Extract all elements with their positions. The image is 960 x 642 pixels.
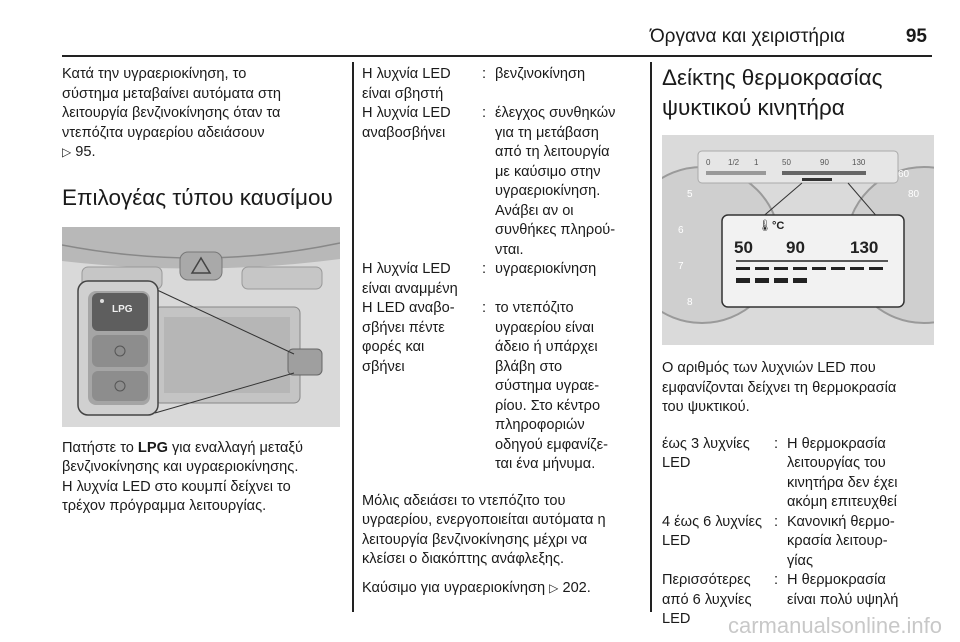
svg-text:80: 80 <box>908 189 920 200</box>
watermark: carmanualsonline.info <box>727 613 942 638</box>
lpg-caption: Πατήστε το LPG για εναλλαγή μεταξύ βενζι… <box>62 439 303 515</box>
empty-tank-paragraph: Μόλις αδειάσει το ντεπόζιτο του υγραερίο… <box>362 492 606 568</box>
svg-text:60: 60 <box>898 169 910 180</box>
svg-text:1/2: 1/2 <box>728 158 740 167</box>
svg-text:1: 1 <box>754 158 759 167</box>
svg-text:8: 8 <box>687 297 693 308</box>
running-header-title: Όργανα και χειριστήρια <box>649 26 845 47</box>
svg-text:7: 7 <box>678 261 684 272</box>
fuel-selector-heading: Επιλογέας τύπου καυσίμου <box>62 184 333 210</box>
svg-text:90: 90 <box>786 238 805 257</box>
lpg-keyword: LPG <box>137 439 168 456</box>
column-1: Κατά την υγραεριοκίνηση, το σύστημα μετα… <box>62 65 344 517</box>
svg-text:°C: °C <box>772 220 784 232</box>
intro-paragraph: Κατά την υγραεριοκίνηση, το σύστημα μετα… <box>62 66 281 160</box>
column-divider-1 <box>352 62 354 612</box>
page-reference[interactable]: 95. <box>75 144 96 160</box>
coolant-intro: Ο αριθμός των λυχνιών LED που εμφανίζοντ… <box>662 360 897 415</box>
lpg-fuel-reference: Καύσιμο για υγραεριοκίνηση ▷ 202. <box>362 579 591 596</box>
arrow-right-icon: ▷ <box>549 580 559 595</box>
svg-text:6: 6 <box>678 225 684 236</box>
svg-text:130: 130 <box>850 238 878 257</box>
svg-text:50: 50 <box>734 238 753 257</box>
svg-text:5: 5 <box>687 189 693 200</box>
arrow-right-icon: ▷ <box>62 145 72 159</box>
svg-text:50: 50 <box>782 158 791 167</box>
column-divider-2 <box>650 62 652 612</box>
thermometer-icon: 🌡 <box>758 219 772 232</box>
svg-text:130: 130 <box>852 158 866 167</box>
coolant-gauge-figure: 5 6 7 8 80 60 0 1/2 1 50 90 130 🌡 °C 50 … <box>662 135 934 345</box>
page-reference[interactable]: 202. <box>562 579 591 596</box>
header-rule <box>62 55 932 57</box>
page-number: 95 <box>905 26 927 47</box>
lpg-button-figure: LPG <box>62 226 340 427</box>
lpg-button-label: LPG <box>112 304 133 315</box>
svg-text:0: 0 <box>706 158 711 167</box>
svg-text:90: 90 <box>820 158 829 167</box>
